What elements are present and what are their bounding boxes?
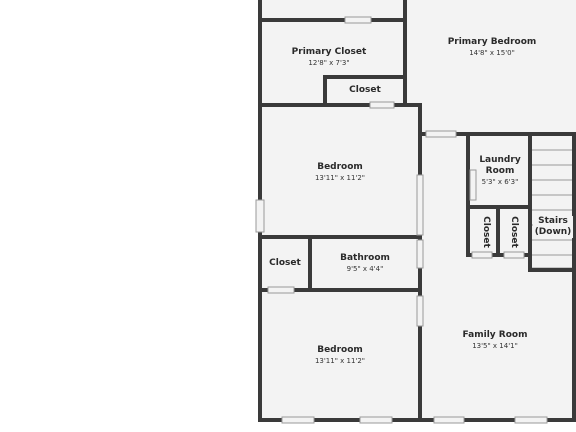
room-dimensions: 14'8" x 15'0"	[469, 49, 515, 57]
room-name: Closet	[349, 85, 381, 95]
room-name: Laundry Room	[479, 155, 521, 176]
room-label-bedroom-2: Bedroom 13'11" x 11'2"	[270, 345, 410, 366]
room-name: Stairs (Down)	[534, 216, 572, 237]
room-dimensions: 12'8" x 7'3"	[308, 59, 350, 67]
room-label-closet-bath: Closet	[262, 258, 308, 269]
room-label-family-room: Family Room 13'5" x 14'1"	[430, 330, 560, 351]
room-name: Bedroom	[317, 162, 363, 172]
room-name: Primary Bedroom	[447, 37, 537, 47]
room-label-bedroom-1: Bedroom 13'11" x 11'2"	[270, 162, 410, 183]
room-name: Bedroom	[317, 345, 363, 355]
room-label-closet-laundry-b: Closet	[509, 216, 519, 248]
room-dimensions: 13'11" x 11'2"	[314, 174, 366, 182]
room-name: Family Room	[462, 330, 528, 340]
room-label-closet-upper: Closet	[328, 85, 402, 96]
room-dimensions: 13'11" x 11'2"	[314, 357, 366, 365]
room-label-primary-closet: Primary Closet 12'8" x 7'3"	[270, 47, 388, 68]
room-name: Closet	[269, 258, 301, 268]
room-dimensions: 5'3" x 6'3"	[481, 178, 519, 186]
windows	[255, 16, 548, 424]
room-name: Primary Closet	[291, 47, 367, 57]
room-label-primary-bedroom: Primary Bedroom 14'8" x 15'0"	[430, 37, 554, 58]
room-label-stairs: Stairs (Down)	[533, 216, 573, 238]
room-label-laundry: Laundry Room 5'3" x 6'3"	[472, 155, 528, 187]
room-name: Bathroom	[340, 253, 390, 263]
room-dimensions: 9'5" x 4'4"	[346, 265, 384, 273]
room-label-bathroom: Bathroom 9'5" x 4'4"	[314, 253, 416, 274]
room-label-closet-laundry-a: Closet	[481, 216, 491, 248]
room-dimensions: 13'5" x 14'1"	[472, 342, 518, 350]
